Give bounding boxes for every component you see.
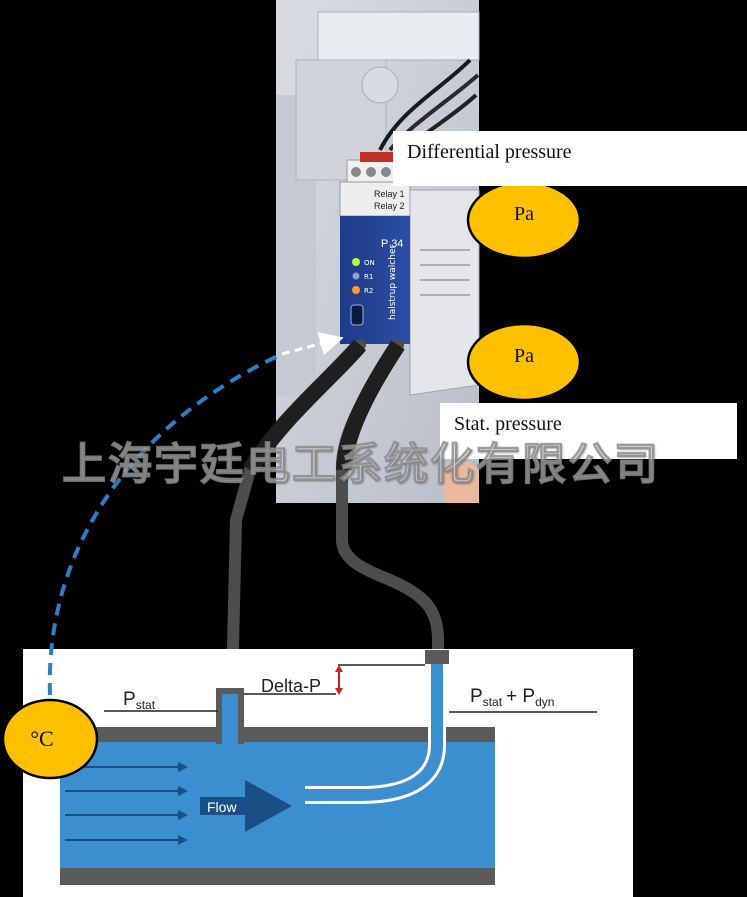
pa-badge-top-text: Pa [514,203,534,225]
device-front-panel [340,216,410,344]
differential-pressure-label: Differential pressure [393,131,747,186]
device-model-text: P 34 [381,238,403,250]
flow-label: Flow [207,799,237,815]
link-arrow-white [281,332,344,356]
temperature-badge[interactable]: °C [1,698,99,780]
pipe-diagram: Flow Pstat Delta-P Pstat+ Pdyn [23,649,633,897]
delta-p-label: Delta-P [261,676,321,696]
led-r1-label: R1 [364,273,373,281]
hoses [226,339,444,696]
temperature-link-dashed [47,353,281,696]
temperature-badge-text: °C [30,726,53,751]
usb-port [350,304,364,326]
device-photo: Relay 1 Relay 2 P 34 ON R1 R2 halstrup w… [276,0,480,503]
device-brand-text: halstrup walcher [388,245,398,320]
p-stat-label: Pstat [123,689,156,712]
flow-arrow [200,780,292,832]
led-r2-label: R2 [364,287,373,295]
led-on [352,258,360,266]
led-on-label: ON [364,259,375,267]
relay1-text: Relay 1 [374,189,405,199]
pa-badge-top[interactable]: Pa [466,180,582,260]
p-stat-dyn-label: Pstat+ Pdyn [470,686,554,709]
pa-badge-bottom-text: Pa [514,345,534,367]
led-r2 [352,286,360,294]
static-pressure-label: Stat. pressure [440,403,737,459]
relay2-text: Relay 2 [374,201,405,211]
pa-badge-bottom[interactable]: Pa [466,322,582,402]
